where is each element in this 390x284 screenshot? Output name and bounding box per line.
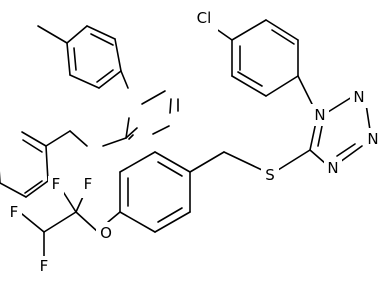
bond-ring2: [21, 131, 47, 147]
bond-tetrazole: [169, 98, 172, 114]
bond-tetrazole: [125, 127, 138, 139]
atom-f2: F: [52, 175, 61, 193]
bond-ring2: [0, 182, 27, 198]
atom-n1: N: [314, 106, 325, 124]
bond-ring1: [66, 25, 88, 44]
atom-o: O: [100, 224, 112, 242]
atom-f3: F: [10, 203, 19, 221]
bond-ring2: [45, 145, 49, 182]
bond-s-ch2: [69, 130, 88, 147]
bond-ch2-aryl: [45, 130, 71, 147]
atom-n2: N: [353, 88, 364, 106]
bond-ring1: [66, 42, 71, 76]
atom-n4: N: [327, 159, 338, 177]
bond-ring1-inner: [96, 69, 114, 83]
bond-tetrazole: [152, 125, 170, 135]
bonds: [0, 25, 179, 198]
bond-c-s: [102, 137, 127, 147]
bond-ring1: [114, 38, 122, 72]
bond-ring2-inner: [22, 139, 43, 153]
atom-labels: Cl N N N N S O F F F F: [6, 8, 382, 278]
atom-cl: Cl: [197, 9, 212, 27]
atom-f1: F: [84, 175, 93, 193]
bond-tetrazole-inner: [128, 134, 134, 140]
bond-ring2-inner: [24, 180, 43, 194]
bond-ring1: [69, 74, 100, 89]
bond-ring1-inner: [73, 47, 77, 71]
atom-n3: N: [367, 130, 378, 148]
bond-tetrazole: [141, 90, 166, 105]
bond-tetrazole: [125, 117, 130, 139]
bond-aryl-n: [120, 70, 129, 89]
bond-ring1: [98, 70, 122, 89]
structure-main: [21, 19, 371, 257]
atom-s: S: [265, 166, 275, 184]
bond-ring1: [86, 25, 116, 40]
bond-ring1-inner: [90, 33, 114, 46]
bond-cl-c: [37, 25, 68, 44]
atom-f4: F: [40, 257, 49, 275]
bond-ring2: [25, 180, 49, 198]
